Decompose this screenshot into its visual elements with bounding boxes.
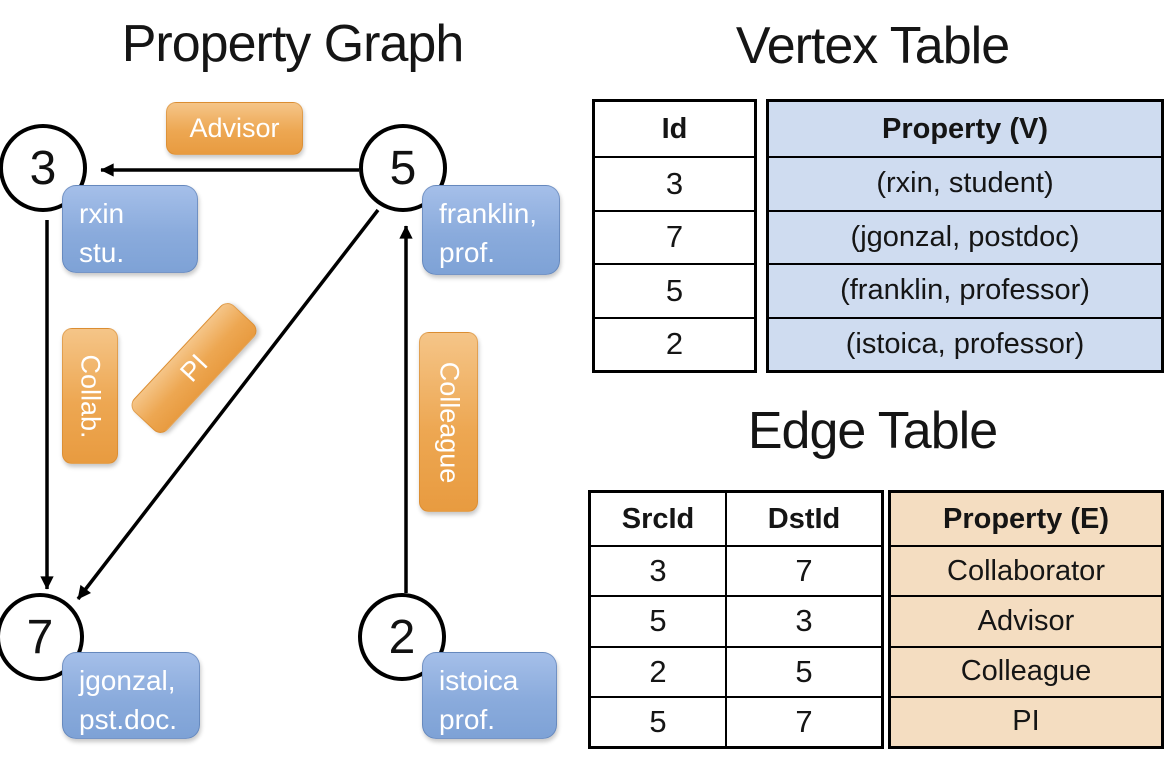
vertex-table-property-header: Property (V): [882, 112, 1048, 145]
edge-label-advisor-text: Advisor: [189, 113, 280, 143]
edge-table-row-src: 5: [591, 695, 727, 746]
vertex-prop-5-line2: prof.: [439, 237, 496, 269]
vertex-prop-2-line2: prof.: [439, 704, 496, 736]
edge-table-row-src: 2: [591, 645, 727, 696]
vertex-table-title: Vertex Table: [735, 17, 1010, 75]
edge-table-row-dst: 7: [727, 695, 881, 746]
graph-edges-layer: [40, 163, 413, 601]
edge-label-colleague-text: Colleague: [434, 361, 464, 483]
edge-table-property-column: Property (E) Collaborator Advisor Collea…: [888, 490, 1164, 749]
edge-table-row-src: 5: [591, 595, 727, 646]
vertex-table-row-id: 2: [595, 316, 754, 371]
edge-label-advisor: Advisor: [166, 102, 303, 155]
edge-table-row-src: 3: [591, 545, 727, 596]
edge-table-title: Edge Table: [747, 402, 998, 460]
vertex-table-row-id: 3: [595, 156, 754, 210]
vertex-table-row-property: (rxin, student): [769, 156, 1161, 210]
vertex-prop-3-line2: stu.: [79, 237, 125, 269]
node-7-id: 7: [26, 610, 54, 664]
edge-table-row-dst: 3: [727, 595, 881, 645]
vertex-prop-7-line2: pst.doc.: [79, 704, 178, 736]
node-5: 5: [359, 124, 447, 212]
edge-table-row-property: PI: [891, 695, 1161, 746]
node-3-id: 3: [29, 141, 57, 195]
vertex-table-row-id: 5: [595, 263, 754, 317]
vertex-prop-5-line1: franklin,: [439, 198, 538, 229]
vertex-prop-7-line1: jgonzal,: [79, 665, 176, 696]
edge-table-row-dst: 5: [727, 645, 881, 696]
edge-table-srcid-header: SrcId: [591, 493, 727, 545]
vertex-prop-box-5: franklin, prof.: [422, 185, 560, 275]
node-2-id: 2: [388, 610, 416, 664]
edge-label-pi-text: PI: [173, 348, 214, 388]
edge-table-row-property: Advisor: [891, 595, 1161, 645]
vertex-table-id-header: Id: [661, 112, 688, 145]
vertex-prop-2-line1: istoica: [439, 665, 519, 696]
node-5-id: 5: [389, 141, 417, 195]
edge-label-collab: Collab.: [62, 328, 118, 464]
edge-table-row-dst: 7: [727, 545, 881, 595]
edge-label-collab-text: Collab.: [75, 353, 106, 439]
vertex-table-row-id: 7: [595, 209, 754, 264]
vertex-table-property-column: Property (V) (rxin, student) (jgonzal, p…: [766, 99, 1164, 373]
edge-table-id-columns: SrcId DstId 3 7 5 3 2 5 5 7: [588, 490, 884, 749]
vertex-table-row-property: (jgonzal, postdoc): [769, 209, 1161, 264]
vertex-table-row-property: (istoica, professor): [769, 316, 1161, 371]
node-2: 2: [358, 593, 446, 681]
vertex-prop-box-2: istoica prof.: [422, 652, 557, 739]
edge-label-colleague: Colleague: [419, 332, 478, 512]
property-graph-title: Property Graph: [121, 15, 465, 73]
vertex-prop-box-7: jgonzal, pst.doc.: [62, 652, 200, 739]
vertex-table-id-column: Id 3 7 5 2: [592, 99, 757, 373]
vertex-table-row-property: (franklin, professor): [769, 263, 1161, 317]
vertex-prop-3-line1: rxin: [79, 198, 125, 229]
edge-table-property-header: Property (E): [943, 502, 1109, 535]
edge-table-dstid-header: DstId: [767, 502, 841, 535]
edge-table-row-property: Collaborator: [891, 545, 1161, 595]
edge-pi-5-to-7: [76, 208, 380, 601]
vertex-prop-box-3: rxin stu.: [62, 185, 198, 273]
edge-table-row-property: Colleague: [891, 645, 1161, 696]
